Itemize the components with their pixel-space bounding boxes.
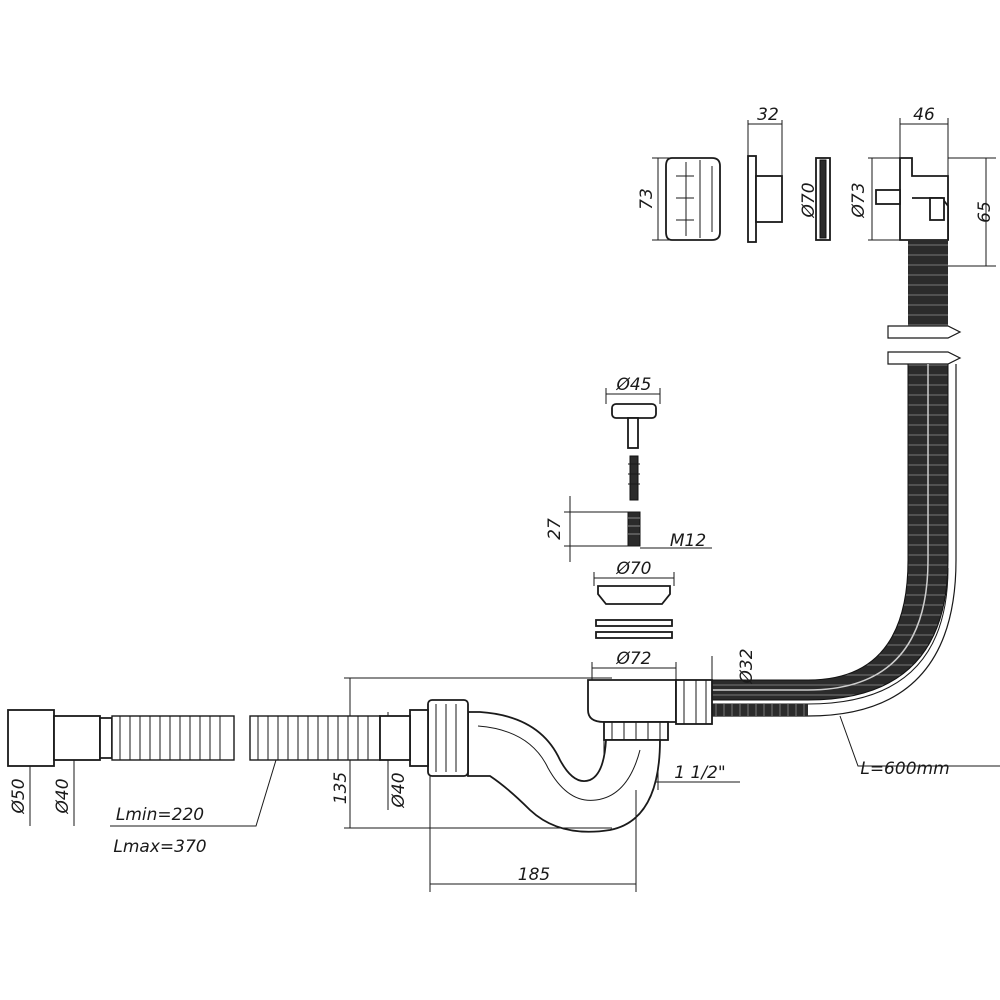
overflow-body: Ø73 46 65: [849, 105, 996, 267]
hose-dia40-label: Ø40: [53, 778, 73, 814]
threaded-screw: 27 M12: [545, 496, 712, 562]
overflow-plate: 32: [747, 105, 783, 243]
plug-dia-label: Ø45: [615, 375, 651, 395]
outlet-body: Ø72 Ø32: [587, 648, 757, 741]
overflow-dia70-label: Ø70: [799, 182, 819, 218]
overflow-height-label: 65: [975, 201, 995, 223]
overflow-depth-label: 32: [757, 105, 779, 125]
drain-plug: Ø45: [605, 375, 661, 449]
hose-lmax-label: Lmax=370: [113, 837, 206, 857]
thread-size-label: 1 1/2": [674, 763, 725, 783]
overflow-cap: [665, 157, 721, 241]
overflow-dia73-label: Ø73: [849, 182, 869, 218]
siphon-nut: [409, 699, 469, 777]
outlet-dia-label: Ø72: [615, 649, 651, 669]
hose-dims: Ø50 Ø40: [9, 760, 75, 826]
thread-label: M12: [670, 531, 706, 551]
pipe-length-label: L=600mm: [860, 759, 949, 779]
siphon-height-label: 135: [331, 772, 351, 804]
plug-screw: [628, 455, 640, 501]
drain-grate: Ø70: [593, 559, 675, 605]
overflow-gasket: Ø70: [799, 157, 831, 241]
overflow-width-label: 46: [913, 105, 935, 125]
screw-length-label: 27: [545, 518, 565, 540]
siphon-height-dim: 135 Ø40: [331, 677, 612, 829]
siphon-length-label: 185: [518, 865, 550, 885]
grate-dia-label: Ø70: [615, 559, 651, 579]
outlet-gaskets: [595, 619, 673, 639]
cap-height-label: 73: [637, 188, 657, 210]
hose-length-dim: Lmin=220 Lmax=370: [110, 759, 277, 857]
siphon-dia-label: Ø40: [389, 772, 409, 808]
overflow-pipe: [711, 240, 962, 717]
overflow-pipe-dia-label: Ø32: [737, 648, 757, 684]
pipe-length-dim: L=600mm: [839, 715, 1000, 779]
hose-lmin-label: Lmin=220: [116, 805, 204, 825]
siphon-trap: [467, 711, 661, 833]
hose-dia50-label: Ø50: [9, 778, 29, 814]
siphon-length-dim: 185: [429, 776, 637, 892]
flex-hose: [7, 709, 411, 767]
cap-height-dim: 73: [637, 157, 690, 241]
